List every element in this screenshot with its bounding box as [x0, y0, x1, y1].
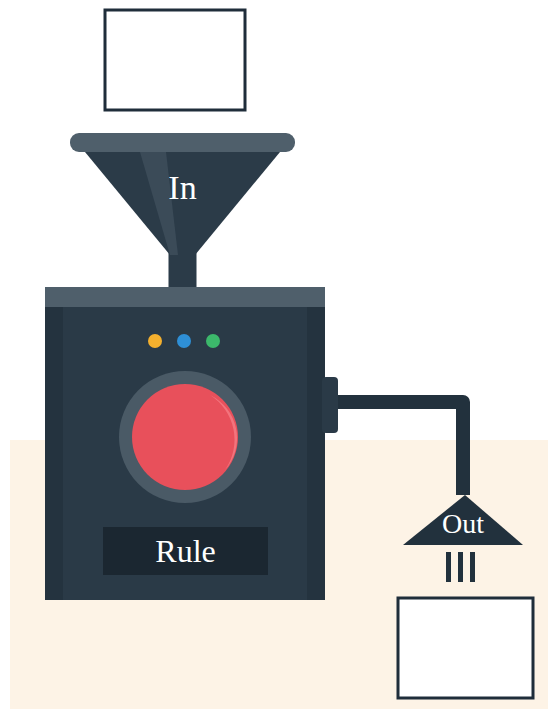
- output-stream: [470, 552, 475, 582]
- indicator-light: [148, 334, 162, 348]
- output-stream: [458, 552, 463, 582]
- pipe-flange: [322, 377, 338, 433]
- pipe-connector: [325, 402, 463, 495]
- button-ring: [119, 371, 251, 503]
- indicator-light: [206, 334, 220, 348]
- pipe-connector: [169, 251, 197, 288]
- input-funnel: In: [70, 133, 295, 255]
- output-stream: [446, 552, 451, 582]
- machine-side: [307, 307, 325, 600]
- indicator-light: [177, 334, 191, 348]
- button-highlight: [210, 395, 237, 470]
- red-button: [132, 384, 238, 490]
- outline-part: [403, 495, 523, 545]
- output-nozzle: Out: [403, 495, 523, 545]
- node-label: Out: [403, 509, 523, 540]
- output-card: [398, 598, 533, 698]
- machine-body: Rule: [45, 287, 325, 600]
- node-label: Rule: [103, 527, 268, 575]
- outline-part: [70, 133, 295, 152]
- machine-lid: [45, 287, 325, 307]
- node-label: In: [70, 169, 295, 206]
- input-card: [105, 10, 245, 110]
- machine-side: [45, 307, 63, 600]
